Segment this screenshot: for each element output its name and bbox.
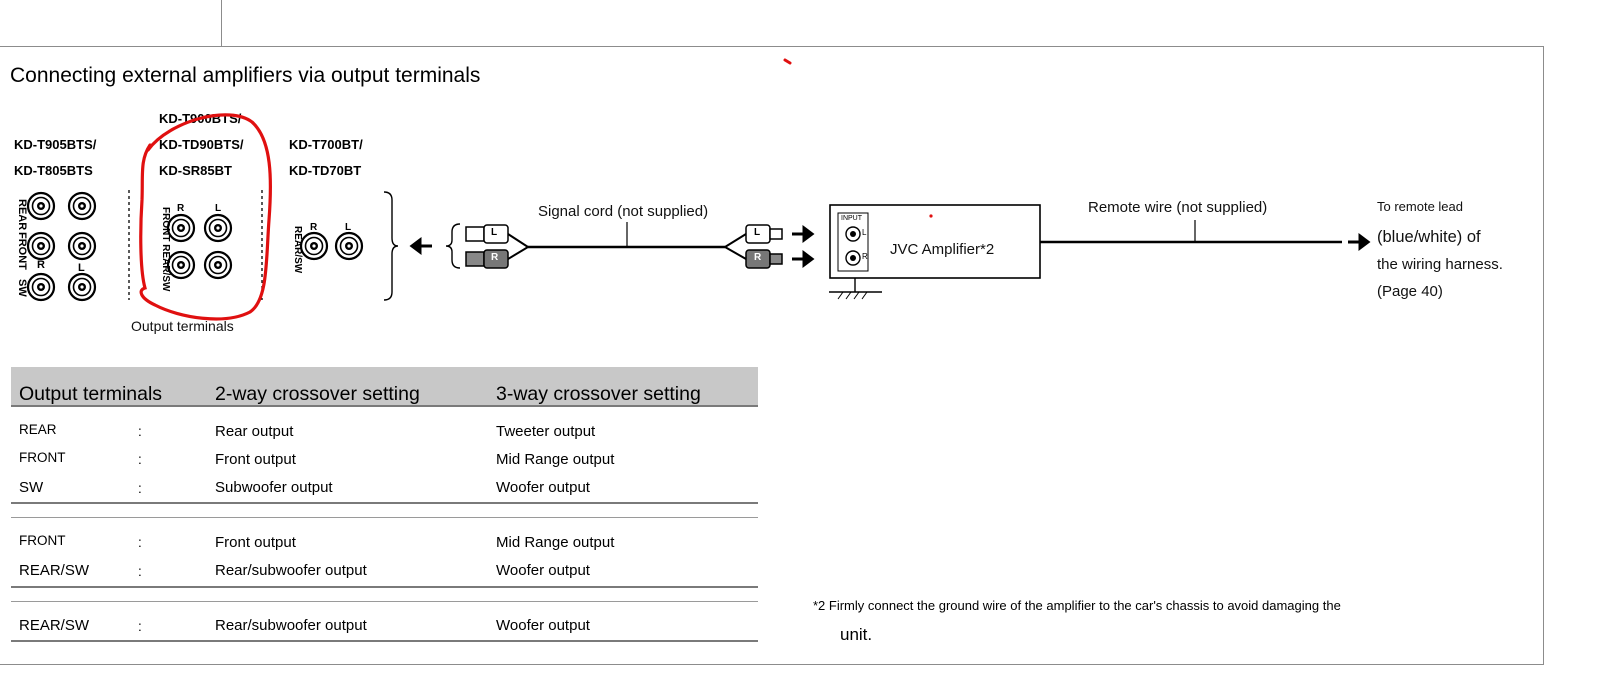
signal-cord-label: Signal cord (not supplied) (538, 203, 709, 220)
terminal-label-front-rear-sw: FRONT REAR/SW (160, 207, 171, 292)
table-cell-2way: Rear/subwoofer output (215, 562, 367, 579)
terminal-label-rear: REAR (16, 199, 28, 231)
table-cell-terminal: REAR (19, 422, 57, 437)
table-cell-2way: Rear output (215, 423, 294, 440)
amp-input-r: R (862, 252, 868, 261)
table-divider (11, 517, 758, 518)
model-label: KD-SR85BT (159, 163, 232, 178)
table-divider (11, 601, 758, 602)
table-cell-3way: Woofer output (496, 617, 590, 634)
model-label: KD-T700BT/ (289, 137, 363, 152)
table-divider (11, 502, 758, 504)
plug-label-l: L (491, 227, 498, 238)
model-label: KD-TD70BT (289, 163, 362, 178)
terminal-label-l: L (78, 262, 85, 274)
footnote-line2: unit. (840, 625, 873, 644)
table-header-terminals: Output terminals (19, 383, 163, 405)
amp-input-label: INPUT (841, 215, 862, 222)
terminal-label-l: L (345, 222, 352, 233)
model-label: KD-T805BTS (14, 163, 93, 178)
rca-jacks-group2 (166, 213, 233, 280)
signal-cord-plugs-right (724, 224, 783, 269)
table-cell-3way: Mid Range output (496, 534, 615, 551)
table-header-2way: 2-way crossover setting (215, 383, 420, 405)
rca-jacks-group3 (299, 231, 364, 261)
table-header-3way: 3-way crossover setting (496, 383, 701, 405)
table-cell-terminal: FRONT (19, 533, 66, 548)
plug-label-r: R (754, 252, 762, 263)
table-cell-sep: : (138, 424, 142, 439)
amplifier-box (829, 204, 1041, 300)
rca-jacks-group1 (26, 191, 97, 302)
remote-lead-line1: To remote lead (1377, 199, 1463, 214)
table-cell-2way: Subwoofer output (215, 479, 333, 496)
table-cell-terminal: REAR/SW (19, 617, 90, 634)
table-cell-3way: Mid Range output (496, 451, 615, 468)
table-cell-2way: Rear/subwoofer output (215, 617, 367, 634)
footnote-line1: *2 Firmly connect the ground wire of the… (813, 598, 1341, 613)
amplifier-label: JVC Amplifier*2 (890, 241, 995, 258)
terminal-label-l: L (215, 203, 222, 214)
remote-wire-label: Remote wire (not supplied) (1088, 199, 1268, 216)
plug-label-r: R (491, 252, 499, 263)
output-terminals-caption: Output terminals (131, 318, 234, 334)
table-cell-3way: Woofer output (496, 479, 590, 496)
table-cell-sep: : (138, 619, 142, 634)
signal-cord-plugs-left (465, 224, 529, 269)
table-cell-3way: Tweeter output (496, 423, 596, 440)
table-cell-sep: : (138, 564, 142, 579)
table-cell-3way: Woofer output (496, 562, 590, 579)
table-cell-2way: Front output (215, 451, 296, 468)
remote-lead-line4: (Page 40) (1377, 283, 1443, 300)
plug-label-l: L (754, 227, 761, 238)
table-cell-2way: Front output (215, 534, 296, 551)
table-cell-terminal: SW (19, 479, 44, 496)
terminal-label-r: R (177, 203, 185, 214)
terminal-label-rear-sw: REAR/SW (292, 226, 303, 274)
model-label: KD-TD90BTS/ (159, 137, 244, 152)
terminal-label-r: R (310, 222, 318, 233)
page-title: Connecting external amplifiers via outpu… (10, 64, 481, 87)
table-divider (11, 640, 758, 642)
table-header-bar (11, 367, 758, 407)
table-divider (11, 586, 758, 588)
terminal-label-sw: SW (16, 279, 28, 297)
table-cell-sep: : (138, 535, 142, 550)
remote-lead-line2: (blue/white) of (1377, 228, 1481, 246)
terminal-label-r: R (37, 259, 45, 271)
top-divider-line (221, 0, 222, 46)
terminal-label-front: FRONT (16, 232, 28, 270)
table-cell-terminal: REAR/SW (19, 562, 90, 579)
remote-lead-line3: the wiring harness. (1377, 256, 1503, 273)
table-cell-sep: : (138, 452, 142, 467)
table-cell-terminal: FRONT (19, 450, 66, 465)
table-cell-sep: : (138, 481, 142, 496)
model-label: KD-T905BTS/ (14, 137, 97, 152)
amp-input-l: L (862, 228, 867, 237)
content-frame (0, 46, 1544, 665)
